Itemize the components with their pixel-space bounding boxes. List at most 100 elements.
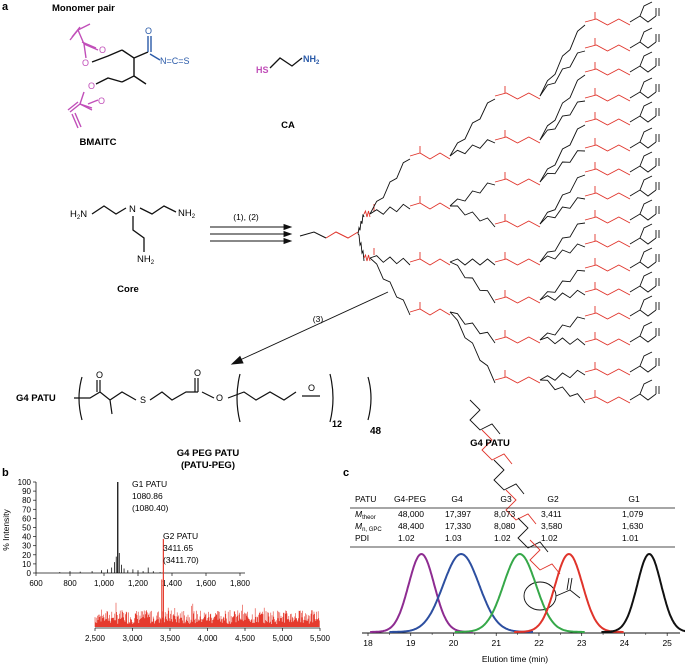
ca-nh2: NH2 (303, 54, 320, 66)
ms-y-tick-label: 70 (22, 505, 31, 514)
gpc-table-header-cell: G1 (628, 494, 640, 504)
reaction-arrow-3 (230, 291, 389, 365)
gpc-table-cell: 48,400 (398, 521, 424, 531)
dendrimer-methacrylate (629, 358, 660, 373)
gpc-table-cell: 1.03 (445, 533, 462, 543)
ca-structure: HS NH2 (256, 54, 320, 75)
ms-x-tick-label-bottom: 3,500 (160, 634, 181, 643)
dendrimer-thiourea (494, 258, 541, 266)
dendrimer-methacrylate-arm (639, 51, 653, 67)
dendrimer-branch (449, 311, 496, 384)
gpc-table-cell: 1.02 (494, 533, 511, 543)
dendrimer-thiourea (409, 202, 451, 210)
dendrimer-branch (449, 258, 496, 266)
bmaitc-o-ester-upper: O (82, 58, 89, 68)
gpc-table-cell: 48,000 (398, 509, 424, 519)
gpc-table-header-cell: G2 (547, 494, 559, 504)
dendrimer-methacrylate-arm (639, 295, 653, 311)
dendrimer-methacrylate-arm (639, 321, 653, 337)
dendrimer-branch (357, 233, 365, 262)
peg-repeat-12: 12 (332, 419, 342, 429)
dendrimer-methacrylate (629, 84, 660, 99)
step-3-label: (3) (313, 314, 324, 324)
dendrimer-thiourea (494, 376, 541, 384)
ms-x-tick-label-top: 1,000 (94, 579, 115, 588)
dendrimer-thiourea (584, 18, 631, 26)
dendrimer-branch (369, 158, 411, 215)
dendrimer-methacrylate-arm (639, 199, 653, 215)
panel-b-letter: b (2, 467, 9, 479)
dendrimer-methacrylate (629, 230, 660, 245)
dendrimer-thiourea (584, 118, 631, 126)
dendrimer-thiourea (584, 368, 631, 376)
gpc-table-cell: 17,330 (445, 521, 471, 531)
ms-y-tick-label: 90 (22, 487, 31, 496)
bmaitc-label: BMAITC (80, 137, 117, 148)
ms-y-tick-label: 20 (22, 551, 31, 560)
dendrimer-lower-branch (529, 539, 561, 575)
dendrimer-branch (539, 150, 586, 183)
ms-x-tick-label-top: 1,200 (128, 579, 149, 588)
annotation-g1-line2: 1080.86 (132, 491, 163, 501)
gpc-table-row-label: Mn, GPC (355, 521, 382, 533)
dendrimer-branch (449, 182, 496, 207)
bmaitc-structure: O O O N=C=S O O (67, 23, 190, 129)
dendrimer-branch (449, 261, 496, 304)
dendrimer-thiourea (584, 312, 631, 320)
bmaitc-o-lower: O (98, 96, 105, 106)
ca-label: CA (281, 120, 295, 131)
gpc-table-cell: 3,580 (541, 521, 563, 531)
g4-patu-left-label: G4 PATU (16, 393, 56, 404)
ms-y-tick-label: 50 (22, 524, 31, 533)
panel-a: a Monomer pair O O O N=C=S O O BMAITC (2, 1, 660, 611)
peg-repeat-48: 48 (370, 426, 382, 437)
core-n: N (129, 204, 136, 215)
peg-formula (74, 373, 372, 423)
gpc-table-header-cell: G3 (500, 494, 512, 504)
dendrimer-methacrylate-arm (639, 27, 653, 43)
dendrimer-methacrylate-arm (639, 127, 653, 143)
dendrimer-branch (539, 379, 586, 404)
dendrimer-branch (450, 205, 496, 228)
ms-x-tick-label-bottom: 5,500 (310, 634, 331, 643)
isothiocyanate-group: N=C=S (160, 56, 190, 66)
ms-g2-spectrum (94, 538, 320, 627)
peg-o-2: O (194, 368, 201, 378)
dendrimer-thiourea (363, 253, 371, 262)
ms-x-tick-label-bottom: 3,000 (122, 634, 143, 643)
gpc-x-tick-label: 25 (662, 638, 672, 648)
dendrimer-methacrylate (629, 58, 660, 73)
peg-o-4: O (308, 383, 315, 393)
dendrimer-methacrylate-arm (639, 247, 653, 263)
dendrimer-thiourea (494, 92, 541, 100)
dendrimer-branch (449, 98, 496, 157)
peg-s: S (140, 395, 146, 405)
dendrimer-branch (539, 369, 586, 381)
gpc-table-cell: 1,079 (622, 509, 644, 519)
dendrimer-thiourea (409, 152, 451, 160)
dendrimer-methacrylate (629, 254, 660, 269)
dendrimer-branch (539, 316, 586, 341)
gpc-x-tick-label: 23 (577, 638, 587, 648)
dendrimer-methacrylate (629, 386, 660, 401)
ms-y-tick-label: 60 (22, 514, 31, 523)
gpc-x-tick-label: 22 (534, 638, 544, 648)
peg-name-2: (PATU-PEG) (181, 460, 235, 471)
gpc-curve-g4-peg (370, 552, 473, 633)
ms-x-tick-label-bottom: 5,000 (272, 634, 293, 643)
dendrimer-branch (539, 243, 586, 263)
dendrimer-methacrylate (629, 302, 660, 317)
dendrimer-thiourea (584, 144, 631, 152)
dendrimer-methacrylate (629, 134, 660, 149)
gpc-table-cell: 3,411 (541, 509, 562, 519)
reaction-arrows-12 (210, 223, 293, 245)
dendrimer-thiourea (584, 396, 631, 404)
annotation-g2-line1: G2 PATU (163, 531, 198, 541)
dendrimer-thiourea (584, 216, 631, 224)
annotation-g2-line2: 3411.65 (163, 543, 193, 553)
dendrimer-branch (539, 269, 586, 301)
